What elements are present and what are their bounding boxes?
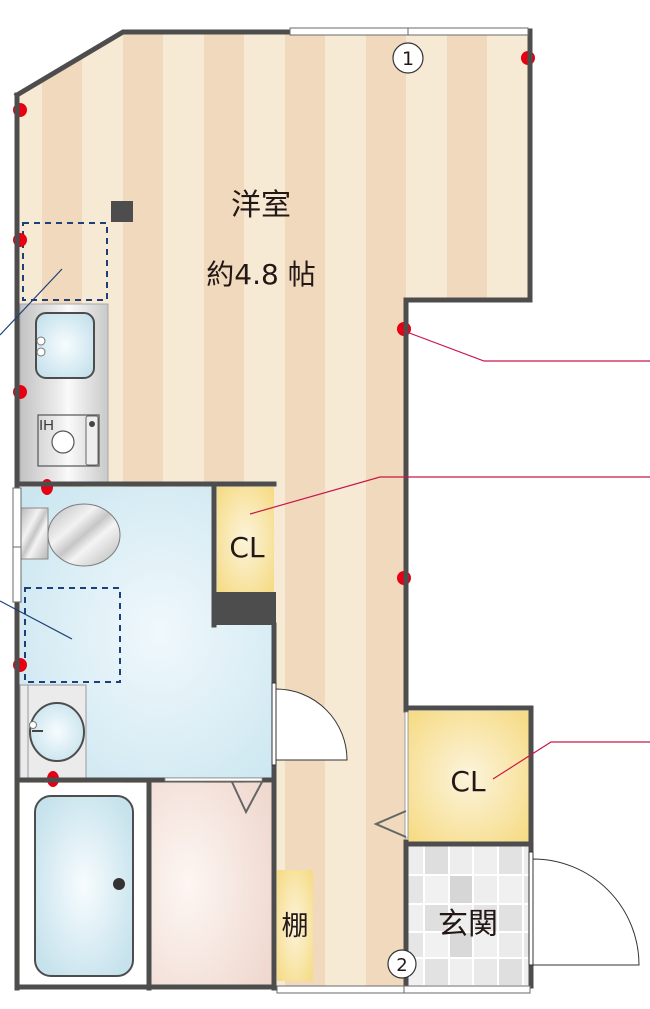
closet-1-label: CL [229, 531, 265, 564]
floor-tile [473, 932, 498, 958]
floor-tile [473, 904, 498, 932]
door-swing-arc [275, 688, 348, 761]
floor-tile [523, 904, 529, 932]
door-leaf [271, 682, 277, 766]
floor-tile [408, 932, 424, 958]
floor-tile [523, 958, 529, 985]
basin-bowl [29, 702, 85, 762]
toilet-icon [20, 503, 121, 567]
western-room-area: 約4.8 帖 [206, 258, 315, 291]
floor-tile [424, 846, 449, 875]
window-frame [289, 27, 529, 36]
cooktop-knob [89, 421, 95, 427]
leader-line-red [403, 330, 650, 362]
floor-tile [498, 875, 523, 904]
floor-tile [408, 904, 424, 932]
floor-tile [498, 958, 523, 985]
floor-tile [449, 875, 473, 904]
floor-tile [523, 846, 529, 875]
marker-circle [392, 42, 424, 74]
pillar [111, 201, 133, 222]
closet-2-floor [408, 711, 529, 843]
floor-tile [424, 932, 449, 958]
window-toilet [12, 487, 22, 603]
wall-top [13, 29, 293, 99]
floor-tile [424, 958, 449, 985]
sliding-door-bath [164, 777, 263, 782]
floor-tile [449, 846, 473, 875]
floor-tile [424, 904, 449, 932]
floor-tile [449, 932, 473, 958]
door-leaf [528, 851, 534, 966]
cooktop-burner [51, 430, 75, 454]
leader-line-blue [0, 268, 63, 336]
window-frame [12, 487, 22, 603]
laundry-dashed-area [24, 587, 121, 683]
floor-tile [449, 904, 473, 932]
door-mark-triangle [231, 781, 263, 815]
closet-1-base-block [212, 592, 276, 625]
closet-1-floor [217, 487, 274, 592]
cooktop-label: IH [39, 417, 54, 434]
wall-closet-2 [403, 705, 534, 855]
door-swing-arc [532, 858, 640, 966]
leader-line-red [249, 476, 650, 515]
faucet-icon [36, 336, 46, 346]
sliding-door-closet-2 [404, 711, 409, 839]
toilet-tank [20, 507, 49, 560]
floor-tile [408, 875, 424, 904]
entrance-label: 玄関 [438, 907, 498, 942]
washroom-door [271, 682, 348, 766]
overhead-dashed-area [22, 222, 108, 301]
shelf-floor [277, 870, 313, 981]
floor-tile [408, 846, 424, 875]
floor-tile [523, 875, 529, 904]
floor-tile [473, 958, 498, 985]
floor-tile [473, 875, 498, 904]
view-marker-2: 2 [387, 949, 417, 979]
shelf-label: 棚 [282, 911, 309, 942]
view-marker-1: 1 [392, 42, 424, 74]
bathtub-icon [34, 795, 134, 977]
window-bottom [276, 985, 531, 994]
toilet-bowl [47, 503, 121, 567]
dressing-room-floor [151, 783, 273, 986]
western-room-name: 洋室 [231, 188, 291, 223]
ih-cooktop-icon: IH [37, 414, 100, 467]
leader-line-red [492, 741, 650, 780]
floor-tile [424, 875, 449, 904]
sink-icon [35, 312, 95, 379]
window-top [289, 27, 529, 36]
floor-tile [498, 932, 523, 958]
floor-tile [449, 958, 473, 985]
marker-number: 1 [402, 48, 414, 70]
marker-number: 2 [396, 955, 407, 976]
outlet-icon [41, 479, 53, 495]
floor-tile [473, 846, 498, 875]
basin-faucet [29, 721, 37, 729]
floor-tile [523, 932, 529, 958]
marker-circle [387, 949, 417, 979]
kitchen-counter: IH [19, 303, 109, 483]
cooktop-frame [37, 414, 100, 467]
floor-tile [498, 904, 523, 932]
floor-tile [498, 846, 523, 875]
tile-grout-lines [408, 846, 529, 985]
cooktop-control-panel [85, 415, 99, 466]
closet-2-label: CL [450, 765, 486, 798]
entrance-door [528, 851, 640, 966]
wall-right-upper [403, 28, 533, 713]
washbasin-icon [19, 684, 87, 779]
door-mark-triangle [373, 810, 407, 838]
entrance-floor [408, 846, 529, 985]
faucet-icon [36, 347, 46, 357]
leader-line-blue [0, 600, 73, 640]
bathtub-drain [113, 878, 125, 890]
